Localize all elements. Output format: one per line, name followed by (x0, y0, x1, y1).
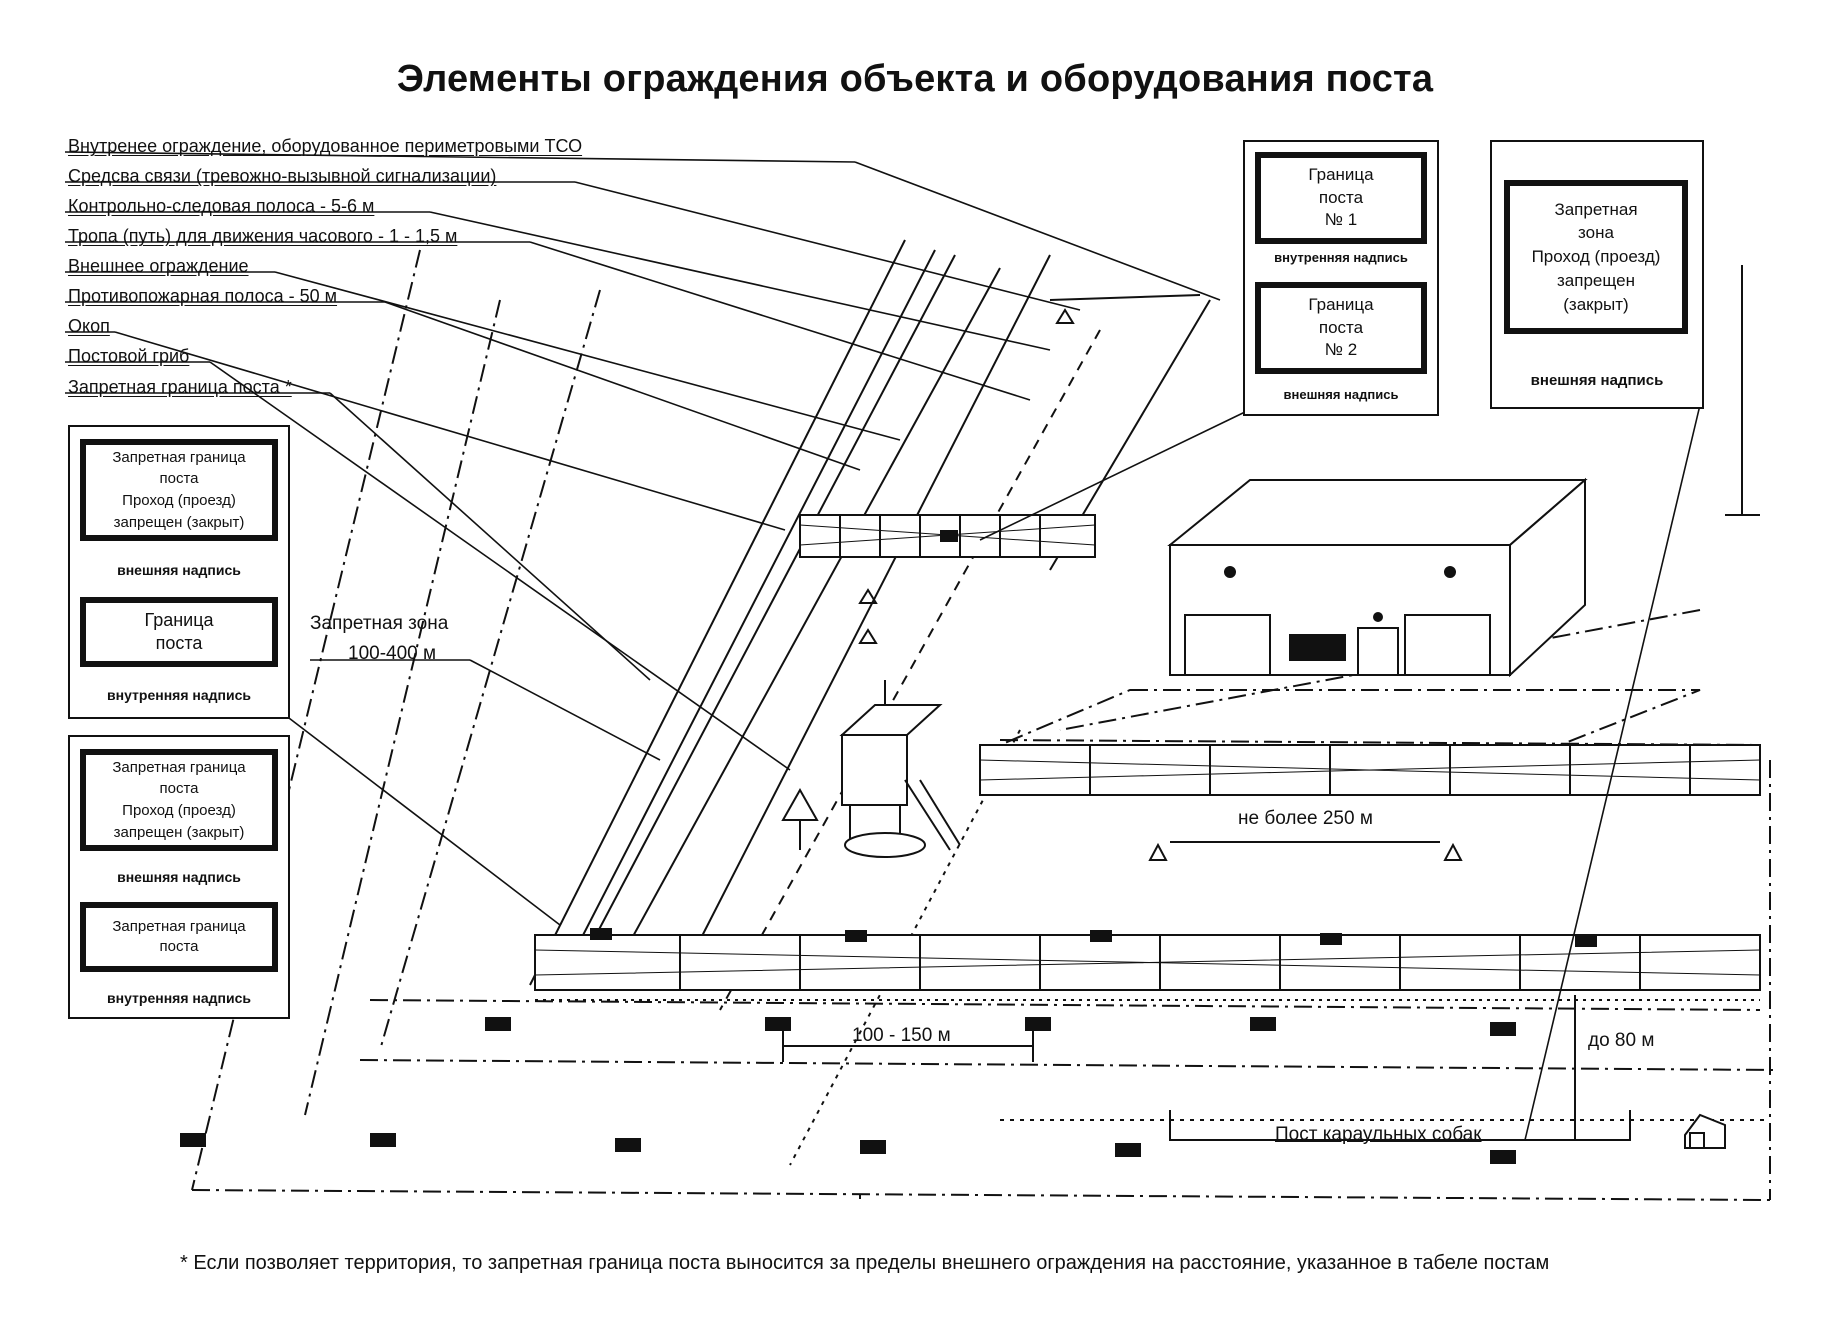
sign-forbidden-zone: Запретная зона Проход (проезд) запрещен … (1504, 180, 1688, 334)
sensor-spacing-label: 100 - 150 м (852, 1025, 951, 1046)
outer-fence-lower (534, 934, 1761, 1001)
sign-panel-left-lower: Запретная граница поста Проход (проезд) … (68, 735, 290, 1019)
sensor-posts (180, 530, 1597, 1164)
inner-fence-middle (979, 744, 1761, 796)
callout-post-mushroom: Постовой гриб (68, 346, 190, 366)
footnote: * Если позволяет территория, то запретна… (180, 1252, 1550, 1274)
zone-label: Запретная зона (310, 613, 449, 634)
sign-caption: внутренняя надпись (1274, 250, 1408, 265)
sign-caption: внешняя надпись (1530, 372, 1664, 389)
max-distance-label: не более 250 м (1238, 808, 1373, 829)
sign-forbidden-boundary-inner: Запретная граница поста (80, 902, 278, 972)
sign-panel-top-right: Запретная зона Проход (проезд) запрещен … (1490, 140, 1704, 409)
callout-leaders (64, 151, 1701, 1141)
sign-post-boundary-inner: Граница поста (80, 597, 278, 667)
callout-comm-means: Средсва связи (тревожно-вызывной сигнали… (68, 166, 497, 186)
dog-house-icon (1684, 1113, 1726, 1149)
sign-caption: внешняя надпись (117, 562, 241, 578)
sign-post-1: Граница поста № 1 (1255, 152, 1427, 244)
sign-panel-top-middle: Граница поста № 1 внутренняя надпись Гра… (1243, 140, 1439, 416)
callout-sentry-path: Тропа (путь) для движения часового - 1 -… (68, 226, 458, 246)
dog-post-label: Пост караульных собак (1275, 1124, 1482, 1145)
callout-trench: Окоп (68, 316, 110, 336)
diagonal-fence (529, 239, 1211, 986)
sign-caption: внутренняя надпись (107, 687, 251, 703)
sign-forbidden-boundary-outer: Запретная граница поста Проход (проезд) … (80, 439, 278, 541)
callout-forbidden-boundary: Запретная граница поста * (68, 377, 292, 397)
sign-caption: внутренняя надпись (107, 990, 251, 1006)
warning-sign (781, 787, 819, 850)
sign-panel-left-upper: Запретная граница поста Проход (проезд) … (68, 425, 290, 719)
sign-post-2: Граница поста № 2 (1255, 282, 1427, 374)
diagram-title: Элементы ограждения объекта и оборудован… (396, 58, 1434, 100)
callout-inner-fence: Внутренее ограждение, оборудованное пери… (68, 136, 583, 156)
guarded-building (1167, 477, 1588, 678)
callout-control-strip: Контрольно-следовая полоса - 5-6 м (68, 196, 375, 216)
guard-tower (839, 680, 961, 858)
zone-distance-label: 100-400 м (348, 643, 437, 664)
sign-forbidden-boundary-outer: Запретная граница поста Проход (проезд) … (80, 749, 278, 851)
callout-outer-fence: Внешнее ограждение (68, 256, 249, 276)
trail-markers (719, 329, 1101, 1011)
sign-caption: внешняя надпись (1283, 387, 1399, 402)
callout-fire-strip: Противопожарная полоса - 50 м (68, 286, 338, 306)
dog-run-depth-label: до 80 м (1588, 1030, 1655, 1051)
sign-caption: внешняя надпись (117, 869, 241, 885)
